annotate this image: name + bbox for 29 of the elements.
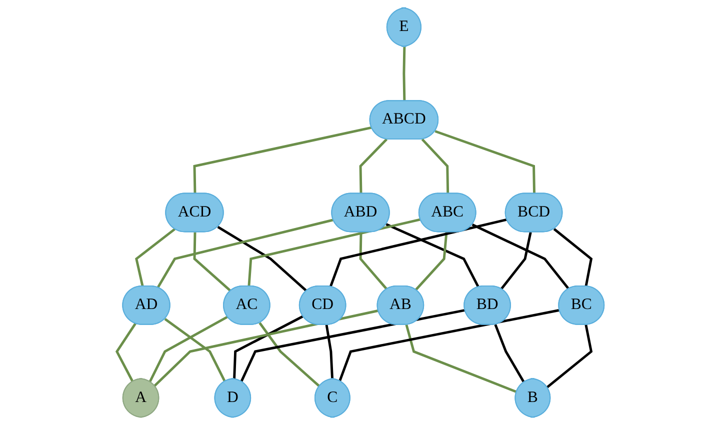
connector [414,232,448,291]
connector [258,322,320,388]
connector [248,218,421,287]
connector [193,126,372,194]
connector [329,218,508,288]
connector [402,46,406,102]
connector [217,226,308,292]
connector [500,232,532,290]
connector [359,138,388,194]
connector [193,232,232,292]
connector [421,138,450,194]
connector [434,130,536,194]
connector [386,223,480,288]
connector [359,232,388,290]
connector [135,228,176,287]
connector [472,224,570,290]
connector [553,228,593,287]
connector [240,308,466,382]
connector [325,324,334,380]
connector [494,324,526,384]
connector [233,315,304,380]
connector [154,309,379,387]
connector [115,322,136,382]
connector [405,324,518,394]
connector [156,218,334,288]
connector [148,316,228,382]
connector [546,324,593,388]
connector [338,308,560,382]
connector [164,318,226,382]
